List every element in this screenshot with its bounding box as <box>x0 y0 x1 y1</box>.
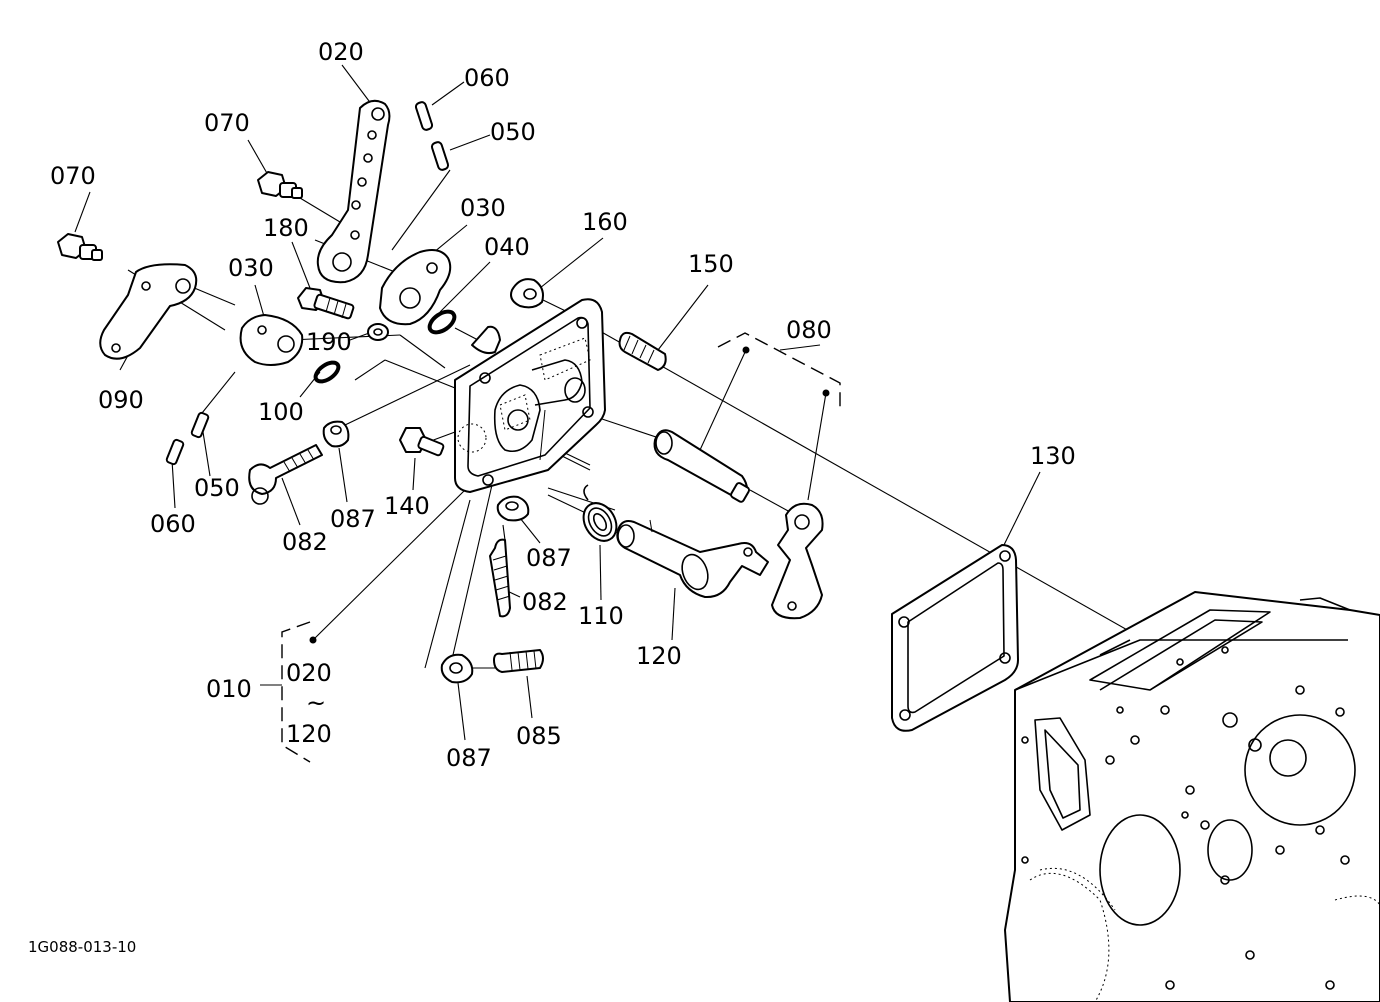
part-120-shaft-lever <box>616 519 769 599</box>
label-150: 150 <box>688 250 734 278</box>
part-082-stud-center <box>489 538 511 618</box>
label-120-range: 120 <box>286 720 332 748</box>
label-060-top: 060 <box>464 64 510 92</box>
label-090: 090 <box>98 386 144 414</box>
label-110: 110 <box>578 602 624 630</box>
label-050-top: 050 <box>490 118 536 146</box>
label-020-range: 020 <box>286 659 332 687</box>
part-050-pin-top <box>430 141 450 171</box>
label-070-left: 070 <box>50 162 96 190</box>
part-087-nut-left <box>322 420 350 448</box>
part-087-nut-bottom <box>440 653 474 684</box>
drawing-code: 1G088-013-10 <box>28 938 136 956</box>
part-130-gasket <box>891 544 1019 732</box>
label-050-left: 050 <box>194 474 240 502</box>
part-085-stud <box>493 649 544 673</box>
part-082-stud-left <box>248 444 323 505</box>
part-060-pin-left <box>165 438 185 466</box>
engine-block <box>1004 591 1380 1002</box>
label-190: 190 <box>306 328 352 356</box>
main-cover-housing <box>454 298 606 493</box>
part-070-nut-upper <box>257 171 303 199</box>
part-150-stud <box>618 331 667 371</box>
part-160-nut <box>510 278 544 309</box>
label-080: 080 <box>786 316 832 344</box>
label-180: 180 <box>263 214 309 242</box>
label-087-bottom: 087 <box>446 744 492 772</box>
part-labels: 020 060 050 070 070 030 180 160 040 150 … <box>28 38 1076 956</box>
part-180-bolt <box>297 287 355 320</box>
part-080-lever <box>771 502 824 620</box>
label-082-left: 082 <box>282 528 328 556</box>
part-040-o-ring <box>427 309 457 335</box>
part-060-pin-top <box>414 101 434 131</box>
part-080-shaft <box>653 429 751 503</box>
label-060-left: 060 <box>150 510 196 538</box>
part-087-nut-center <box>496 495 530 522</box>
label-040: 040 <box>484 233 530 261</box>
label-130: 130 <box>1030 442 1076 470</box>
label-030-upper: 030 <box>460 194 506 222</box>
label-100: 100 <box>258 398 304 426</box>
label-087-left: 087 <box>330 505 376 533</box>
label-030-lower: 030 <box>228 254 274 282</box>
part-110-spring <box>582 484 618 542</box>
part-100-o-ring <box>313 360 341 384</box>
part-030-cam-lower <box>239 314 304 366</box>
assembly-bracket-010 <box>281 621 317 763</box>
label-020: 020 <box>318 38 364 66</box>
label-160: 160 <box>582 208 628 236</box>
part-050-pin-left <box>190 411 210 439</box>
part-090-plate <box>99 263 198 360</box>
part-190-washer <box>367 323 389 341</box>
label-087-center: 087 <box>526 544 572 572</box>
label-070-upper: 070 <box>204 109 250 137</box>
label-082-center: 082 <box>522 588 568 616</box>
part-020-lever <box>316 99 391 284</box>
label-010: 010 <box>206 675 252 703</box>
part-030-cam-upper <box>379 249 452 326</box>
assembly-bracket-080 <box>717 332 841 413</box>
label-085: 085 <box>516 722 562 750</box>
part-140-bolt <box>399 427 445 457</box>
label-120: 120 <box>636 642 682 670</box>
label-140: 140 <box>384 492 430 520</box>
part-070-nut-left <box>57 233 103 261</box>
label-range-separator: ~ <box>306 689 326 717</box>
